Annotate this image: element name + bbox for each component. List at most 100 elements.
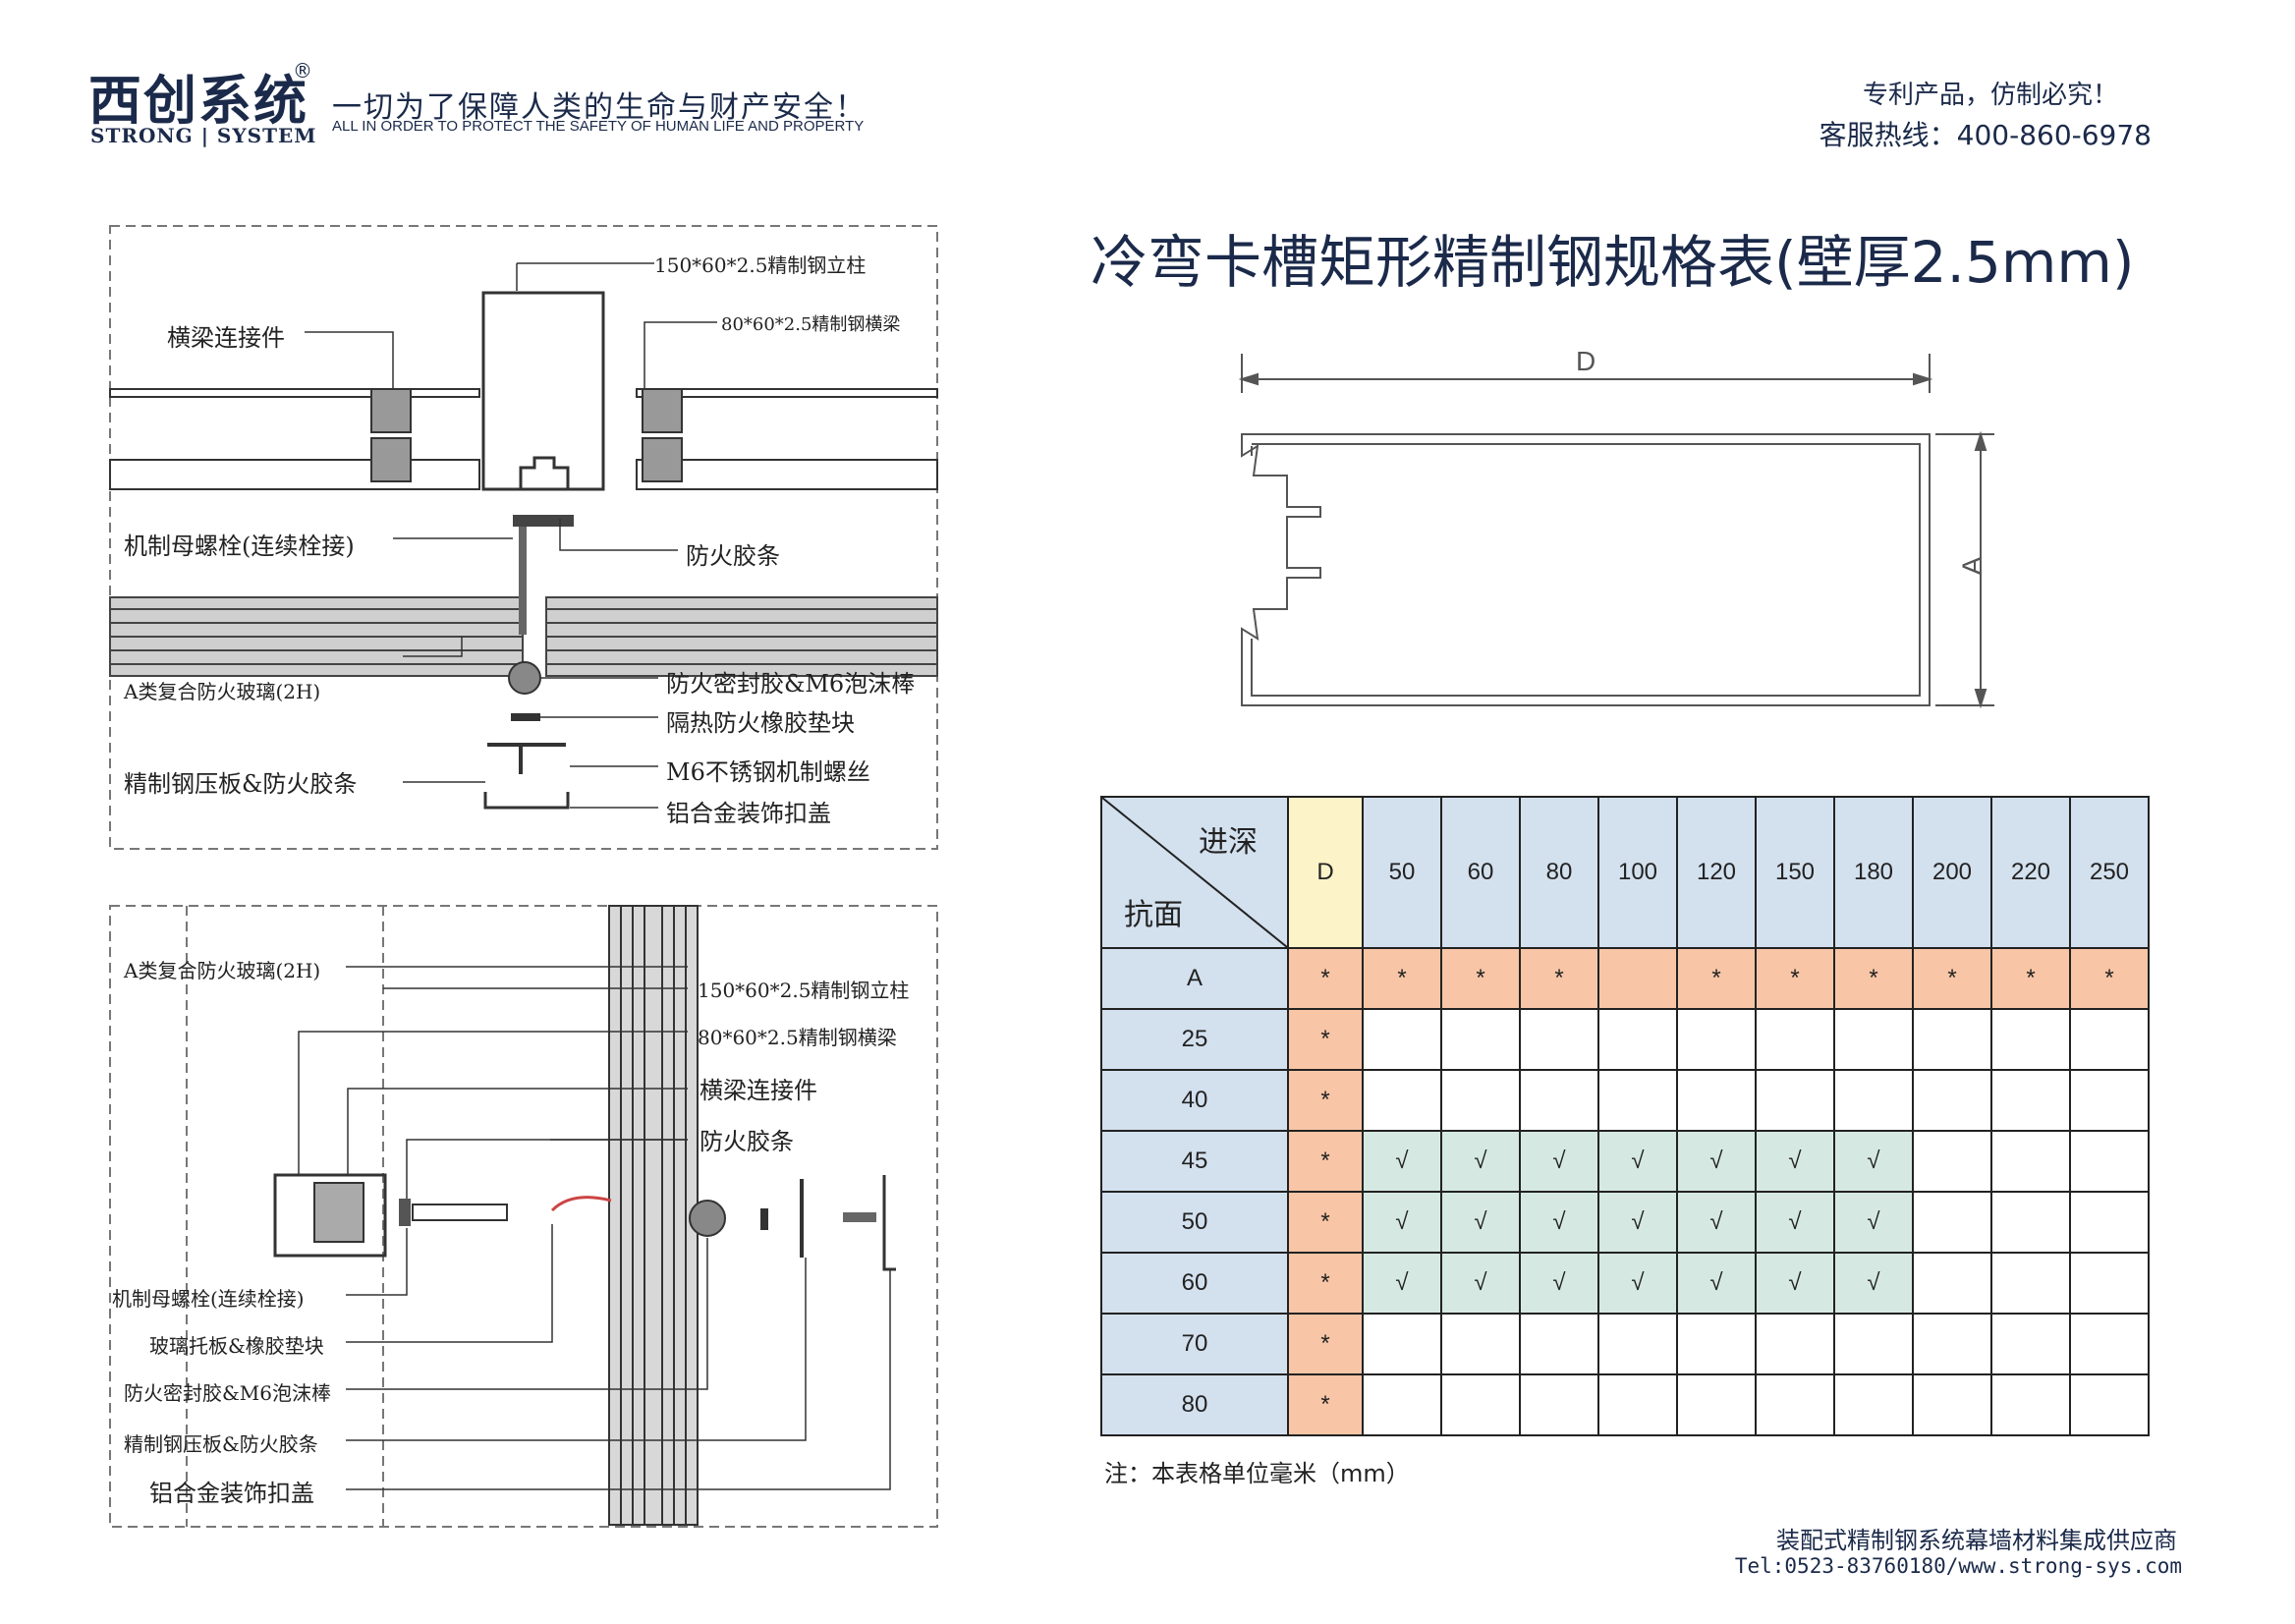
cell-d: *: [1287, 1373, 1364, 1436]
cell: [1833, 1313, 1914, 1375]
dimension-a: A: [1956, 556, 1987, 576]
label-rubber-block: 隔热防火橡胶垫块: [666, 709, 855, 737]
cell: [1833, 1069, 1914, 1132]
section-drawing-vertical: [109, 905, 938, 1528]
label-steel-beam-2: 80*60*2.5精制钢横梁: [698, 1026, 897, 1049]
cell: *: [2069, 947, 2150, 1010]
label-fire-strip: 防火胶条: [686, 542, 780, 570]
table-row: 45 * √ √ √ √ √ √ √: [1100, 1130, 2150, 1193]
cell: √: [1755, 1130, 1835, 1193]
cell: [2069, 1008, 2150, 1071]
cell: √: [1362, 1130, 1442, 1193]
col-header: 100: [1597, 796, 1678, 949]
label-glass-support: 玻璃托板&橡胶垫块: [149, 1334, 324, 1358]
cell: *: [1990, 947, 2071, 1010]
cell: [2069, 1191, 2150, 1254]
section-drawing-horizontal: [109, 225, 938, 850]
col-header: 60: [1440, 796, 1521, 949]
profile-drawing: [1238, 354, 1994, 709]
cell: *: [1912, 947, 1992, 1010]
cell: √: [1755, 1252, 1835, 1315]
cell: √: [1833, 1191, 1914, 1254]
cell: [1833, 1373, 1914, 1436]
slogan-english: ALL IN ORDER TO PROTECT THE SAFETY OF HU…: [332, 118, 865, 135]
cell: *: [1362, 947, 1442, 1010]
cell: √: [1440, 1130, 1521, 1193]
logo-text: 西创系统: [88, 70, 308, 132]
col-header: 80: [1519, 796, 1599, 949]
cell: √: [1519, 1252, 1599, 1315]
label-fire-strip-2: 防火胶条: [700, 1128, 794, 1155]
cell: √: [1676, 1191, 1757, 1254]
patent-notice: 专利产品，仿制必究！: [1862, 81, 2118, 110]
cell: [2069, 1252, 2150, 1315]
cell: [1676, 1008, 1757, 1071]
cell: [1912, 1008, 1992, 1071]
cell: √: [1519, 1130, 1599, 1193]
cell: [1912, 1313, 1992, 1375]
label-fire-sealant-2: 防火密封胶&M6泡沫棒: [124, 1381, 332, 1405]
dimension-d: D: [1576, 346, 1596, 376]
cell: [1440, 1069, 1521, 1132]
cell: √: [1676, 1130, 1757, 1193]
cell: [1597, 1313, 1678, 1375]
cell: [1519, 1313, 1599, 1375]
spec-table: 进深 抗面 D 50 60 80 100 120 150 180 200 220…: [1100, 796, 2150, 1436]
cell: [1990, 1130, 2071, 1193]
cell-d: *: [1287, 947, 1364, 1010]
cell: √: [1597, 1252, 1678, 1315]
cell-d: *: [1287, 1191, 1364, 1254]
col-header: 150: [1755, 796, 1835, 949]
cell: [1990, 1252, 2071, 1315]
cell: [2069, 1130, 2150, 1193]
cell: [1440, 1313, 1521, 1375]
cell: [1912, 1373, 1992, 1436]
cell: [1912, 1191, 1992, 1254]
corner-face: 抗面: [1124, 898, 1183, 932]
cell: [1676, 1373, 1757, 1436]
cell: √: [1597, 1191, 1678, 1254]
label-fire-glass: A类复合防火玻璃(2H): [124, 680, 321, 703]
label-steel-column: 150*60*2.5精制钢立柱: [654, 253, 867, 277]
page-title: 冷弯卡槽矩形精制钢规格表(壁厚2.5mm): [1091, 229, 2135, 296]
cell: [1990, 1313, 2071, 1375]
col-header: 250: [2069, 796, 2150, 949]
cell: [1755, 1313, 1835, 1375]
cell-d: *: [1287, 1008, 1364, 1071]
hotline: 客服热线：400-860-6978: [1819, 119, 2152, 151]
footer-supplier: 装配式精制钢系统幕墙材料集成供应商: [1776, 1527, 2177, 1554]
table-row: 40 *: [1100, 1069, 2150, 1132]
cell: √: [1362, 1191, 1442, 1254]
cell: √: [1519, 1191, 1599, 1254]
label-alu-cover: 铝合金装饰扣盖: [666, 800, 831, 827]
label-m6-screw: M6不锈钢机制螺丝: [666, 758, 870, 786]
cell: [1755, 1373, 1835, 1436]
cell: [1990, 1069, 2071, 1132]
cell: *: [1519, 947, 1599, 1010]
cell: [1912, 1252, 1992, 1315]
header-d: D: [1287, 796, 1364, 949]
cell: [1990, 1373, 2071, 1436]
label-machine-bolt-2: 机制母螺栓(连续栓接): [112, 1287, 305, 1311]
cell: [1519, 1373, 1599, 1436]
cell: [1755, 1069, 1835, 1132]
row-label: 60: [1100, 1252, 1289, 1315]
row-label: A: [1100, 947, 1289, 1010]
label-pressure-plate: 精制钢压板&防火胶条: [124, 770, 358, 798]
cell: √: [1440, 1191, 1521, 1254]
cell: *: [1755, 947, 1835, 1010]
table-row: 50 * √ √ √ √ √ √ √: [1100, 1191, 2150, 1254]
col-header: 180: [1833, 796, 1914, 949]
label-fire-sealant: 防火密封胶&M6泡沫棒: [666, 670, 916, 698]
logo-english: STRONG | SYSTEM: [90, 124, 317, 147]
slogan: 一切为了保障人类的生命与财产安全！: [332, 90, 867, 125]
col-header: 220: [1990, 796, 2071, 949]
table-row: 70 *: [1100, 1313, 2150, 1375]
cell: [2069, 1373, 2150, 1436]
cell: [1990, 1008, 2071, 1071]
cell: *: [1440, 947, 1521, 1010]
footer-contact: Tel:0523-83760180/www.strong-sys.com: [1734, 1554, 2182, 1578]
label-machine-bolt: 机制母螺栓(连续栓接): [124, 532, 355, 560]
cell: [1362, 1008, 1442, 1071]
cell: [2069, 1069, 2150, 1132]
